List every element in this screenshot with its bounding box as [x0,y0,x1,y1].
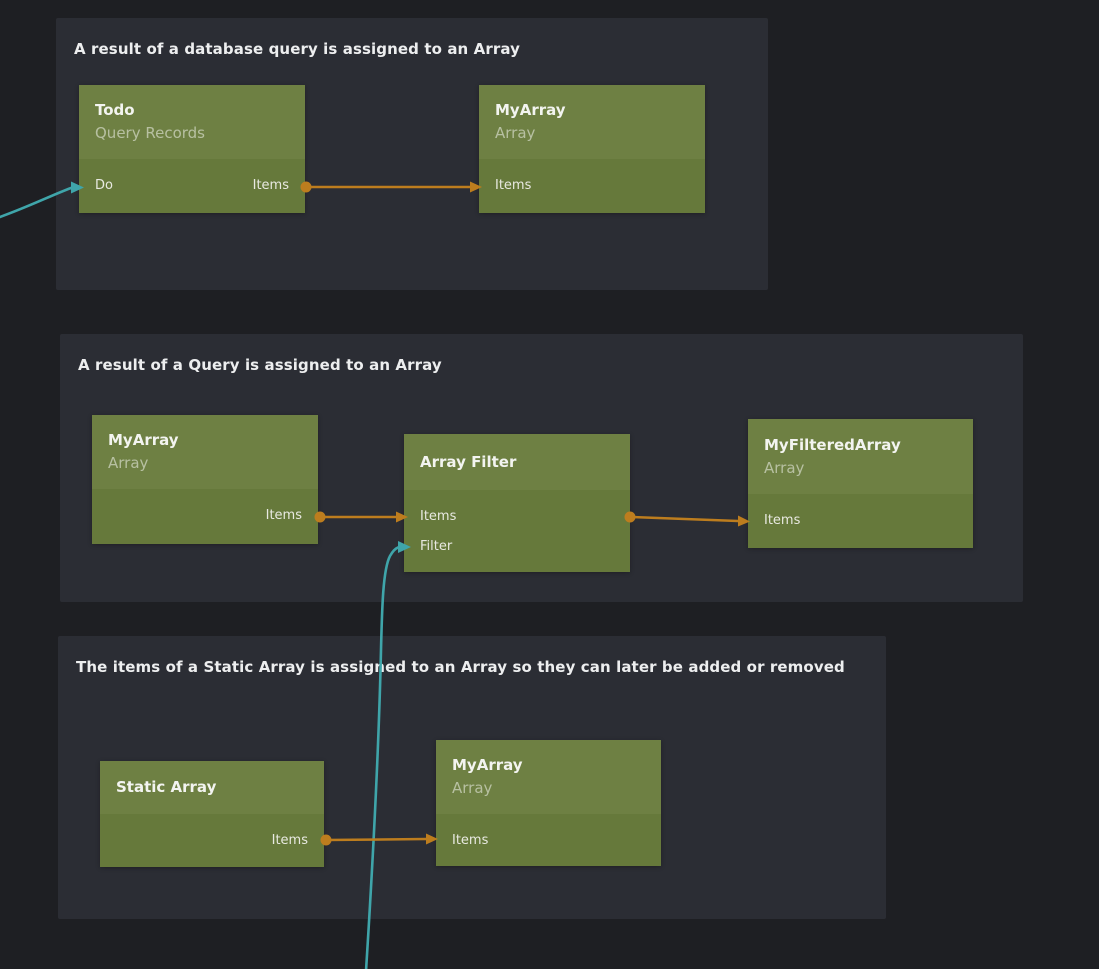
node-static-array[interactable]: Static Array Items [100,761,324,867]
node-title: MyArray [452,756,523,774]
output-port-items[interactable]: Items [252,177,289,193]
node-title: Todo [95,101,135,119]
node-subtitle: Array [108,454,149,472]
node-subtitle: Query Records [95,124,205,142]
input-port-items[interactable]: Items [452,832,489,848]
input-port-items[interactable]: Items [764,512,801,528]
node-title: Static Array [116,778,217,796]
node-subtitle: Array [452,779,493,797]
node-myarray-1[interactable]: MyArray Array Items [479,85,705,213]
node-header: MyArray Array [436,740,661,814]
node-myarray-3[interactable]: MyArray Array Items [436,740,661,866]
node-body: Items Filter [404,490,630,572]
node-header: Todo Query Records [79,85,305,159]
node-subtitle: Array [764,458,805,477]
node-body: Items [100,814,324,867]
output-port-items[interactable]: Items [271,832,308,848]
input-port-items[interactable]: Items [420,508,457,524]
node-header: MyArray Array [92,415,318,489]
node-todo-query-records[interactable]: Todo Query Records Do Items [79,85,305,213]
node-header: MyFilteredArray Array [748,419,973,494]
node-header: Array Filter [404,434,630,490]
node-body: Items [436,814,661,866]
node-title: MyFilteredArray [764,435,901,454]
node-body: Items [92,489,318,544]
node-body: Items [479,159,705,213]
node-title: MyArray [108,431,179,449]
node-array-filter[interactable]: Array Filter Items Filter [404,434,630,572]
node-header: Static Array [100,761,324,814]
node-myfilteredarray[interactable]: MyFilteredArray Array Items [748,419,973,548]
input-port-do[interactable]: Do [95,177,113,193]
input-port-filter[interactable]: Filter [420,538,453,554]
node-title: Array Filter [420,452,517,471]
node-header: MyArray Array [479,85,705,159]
input-port-items[interactable]: Items [495,177,532,193]
node-body: Do Items [79,159,305,213]
output-port-items[interactable]: Items [265,507,302,523]
comment-title: The items of a Static Array is assigned … [76,658,845,676]
node-body: Items [748,494,973,548]
comment-title: A result of a database query is assigned… [74,40,520,58]
node-title: MyArray [495,101,566,119]
node-myarray-2[interactable]: MyArray Array Items [92,415,318,544]
node-subtitle: Array [495,124,536,142]
comment-title: A result of a Query is assigned to an Ar… [78,356,442,374]
